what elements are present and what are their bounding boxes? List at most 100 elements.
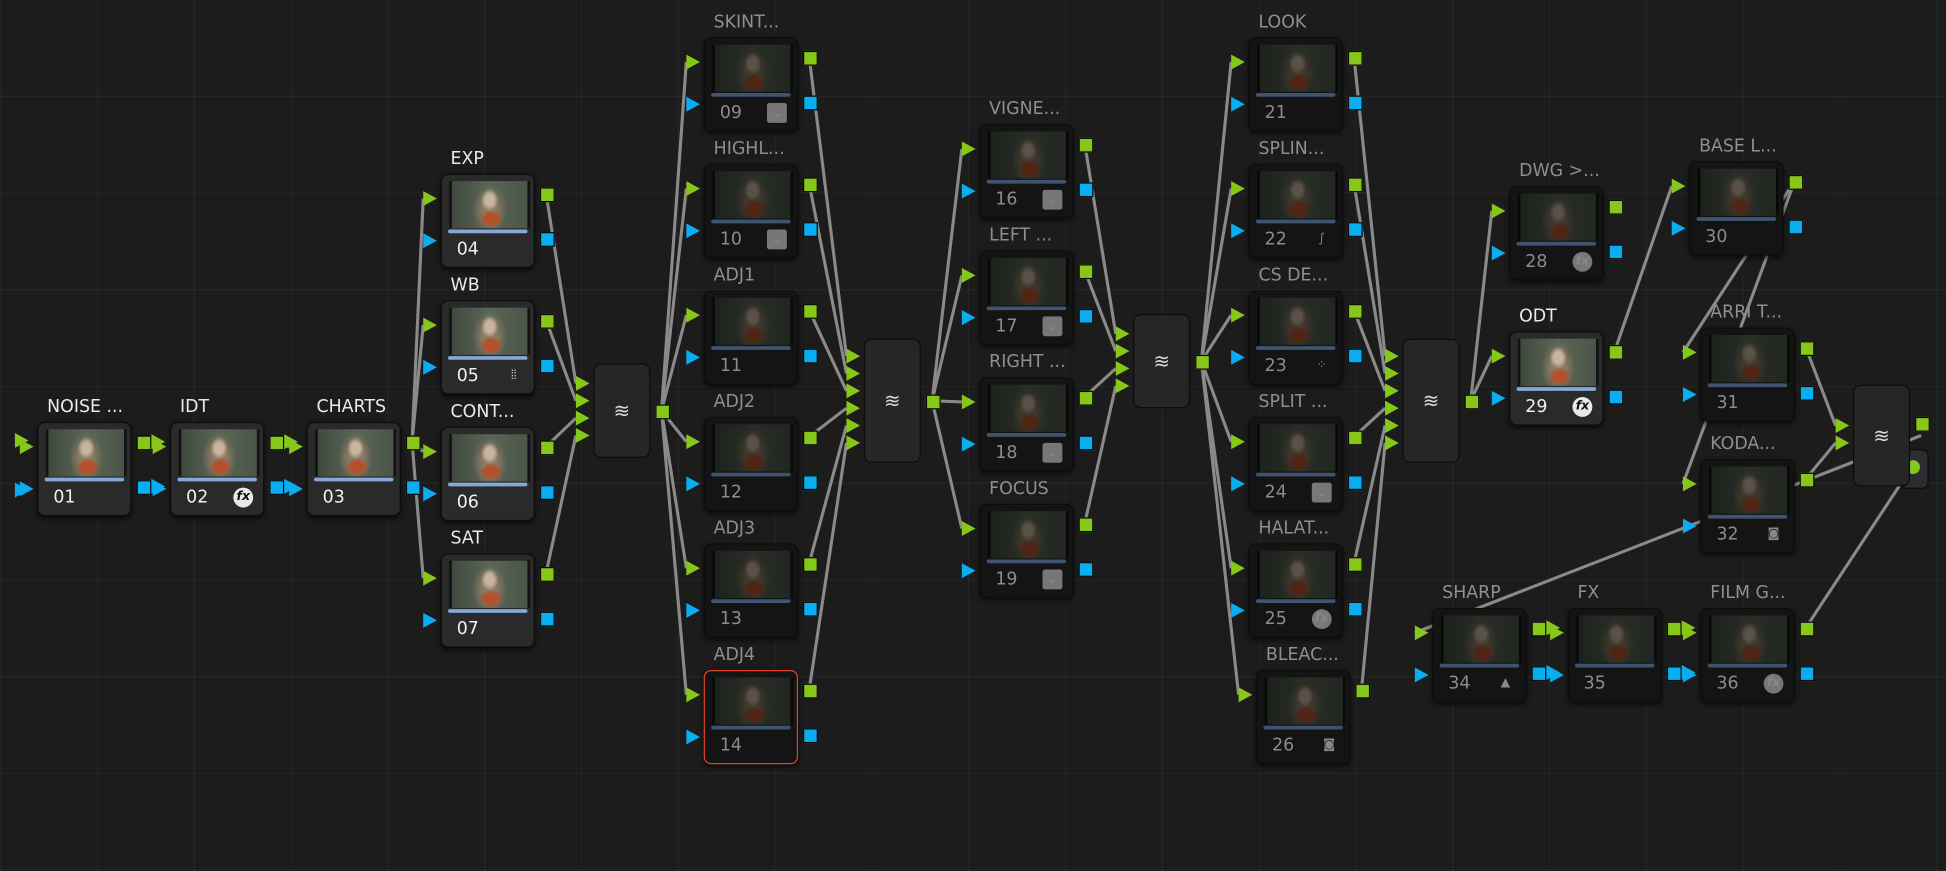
rgb-output-port[interactable] <box>1799 341 1815 357</box>
rgb-output-port[interactable] <box>802 177 818 193</box>
rgb-input-port[interactable] <box>1682 476 1697 492</box>
rgb-output-port[interactable] <box>802 557 818 572</box>
rgb-output-port[interactable] <box>136 435 152 451</box>
alpha-output-port[interactable] <box>1799 385 1815 401</box>
node-03[interactable]: 03 <box>306 421 401 517</box>
alpha-output-port[interactable] <box>802 601 818 617</box>
node-17[interactable]: 17⌄ <box>979 250 1074 345</box>
alpha-output-port[interactable] <box>1078 182 1094 198</box>
alpha-input-port[interactable] <box>1491 390 1506 406</box>
layer-mixer-node[interactable]: ≋ <box>1402 338 1460 463</box>
alpha-input-port[interactable] <box>289 481 303 497</box>
node-12[interactable]: 12 <box>703 416 799 512</box>
alpha-output-port[interactable] <box>1078 308 1094 324</box>
node-35[interactable]: 35 <box>1567 607 1662 703</box>
rgb-input-port[interactable] <box>961 521 976 536</box>
alpha-input-port[interactable] <box>19 481 34 497</box>
rgb-output-port[interactable] <box>269 435 285 451</box>
alpha-output-port[interactable] <box>539 485 555 501</box>
rgb-output-port[interactable] <box>1347 50 1363 66</box>
rgb-output-port[interactable] <box>1355 683 1371 699</box>
alpha-input-port[interactable] <box>686 729 700 745</box>
rgb-output-port[interactable] <box>1078 390 1094 406</box>
alpha-output-port[interactable] <box>1347 95 1363 111</box>
alpha-output-port[interactable] <box>1347 222 1363 237</box>
rgb-input-port[interactable] <box>1550 625 1564 641</box>
alpha-output-port[interactable] <box>405 480 421 496</box>
alpha-input-port[interactable] <box>1682 518 1697 534</box>
alpha-output-port[interactable] <box>802 348 818 364</box>
mixer-input-port[interactable] <box>846 383 861 399</box>
rgb-input-port[interactable] <box>686 54 700 70</box>
rgb-output-port[interactable] <box>1666 621 1682 637</box>
alpha-output-port[interactable] <box>802 222 818 237</box>
rgb-input-port[interactable] <box>961 267 976 283</box>
rgb-input-port[interactable] <box>1491 348 1506 364</box>
layer-mixer-node[interactable]: ≋ <box>1133 313 1191 409</box>
rgb-input-port[interactable] <box>686 181 700 197</box>
rgb-input-port[interactable] <box>686 560 700 576</box>
mixer-input-port[interactable] <box>1115 343 1130 359</box>
rgb-output-port[interactable] <box>1347 557 1363 572</box>
alpha-output-port[interactable] <box>1078 562 1094 577</box>
node-06[interactable]: 06 <box>440 426 535 522</box>
alpha-output-port[interactable] <box>802 475 818 491</box>
mixer-output-port[interactable] <box>1195 354 1211 370</box>
rgb-output-port[interactable] <box>539 440 555 456</box>
alpha-input-port[interactable] <box>423 486 437 502</box>
node-09[interactable]: 09⌄ <box>703 37 799 132</box>
mixer-input-port[interactable] <box>1385 366 1399 381</box>
alpha-output-port[interactable] <box>539 232 555 247</box>
node-34[interactable]: 34▲ <box>1432 607 1527 703</box>
rgb-input-port[interactable] <box>423 317 437 333</box>
rgb-input-port[interactable] <box>1231 181 1245 197</box>
rgb-input-port[interactable] <box>289 439 303 455</box>
rgb-output-port[interactable] <box>1608 344 1624 360</box>
node-18[interactable]: 18⌄ <box>979 377 1074 472</box>
alpha-output-port[interactable] <box>1788 219 1804 235</box>
rgb-input-port[interactable] <box>961 394 976 410</box>
node-10[interactable]: 10⌄ <box>703 163 799 259</box>
rgb-input-port[interactable] <box>1682 625 1697 641</box>
mixer-input-port[interactable] <box>846 400 861 416</box>
mixer-input-port[interactable] <box>846 435 861 451</box>
node-05[interactable]: 05⦙⦙ <box>440 300 535 395</box>
alpha-input-port[interactable] <box>423 359 437 375</box>
node-24[interactable]: 24⌄ <box>1248 416 1343 512</box>
mixer-output-port[interactable] <box>925 394 941 410</box>
alpha-output-port[interactable] <box>1078 435 1094 451</box>
alpha-input-port[interactable] <box>686 96 700 112</box>
mixer-input-port[interactable] <box>846 366 861 381</box>
alpha-output-port[interactable] <box>539 611 555 627</box>
node-04[interactable]: 04 <box>440 173 535 268</box>
alpha-output-port[interactable] <box>1608 389 1624 405</box>
rgb-input-port[interactable] <box>1682 344 1697 360</box>
alpha-input-port[interactable] <box>1231 476 1245 492</box>
rgb-input-port[interactable] <box>686 307 700 323</box>
rgb-output-port[interactable] <box>1078 264 1094 280</box>
rgb-input-port[interactable] <box>1671 178 1686 194</box>
node-26[interactable]: 26◙ <box>1255 669 1351 765</box>
mixer-input-port[interactable] <box>575 393 590 409</box>
alpha-input-port[interactable] <box>961 563 976 579</box>
alpha-output-port[interactable] <box>1799 666 1815 682</box>
rgb-output-port[interactable] <box>539 566 555 582</box>
node-32[interactable]: 32◙ <box>1700 459 1795 554</box>
alpha-input-port[interactable] <box>1414 667 1429 683</box>
alpha-output-port[interactable] <box>1347 601 1363 617</box>
alpha-input-port[interactable] <box>1231 223 1245 239</box>
rgb-output-port[interactable] <box>1799 621 1815 637</box>
alpha-input-port[interactable] <box>1682 387 1697 402</box>
alpha-output-port[interactable] <box>539 358 555 374</box>
mixer-input-port[interactable] <box>846 348 861 364</box>
layer-mixer-node[interactable]: ≋ <box>863 338 921 463</box>
alpha-output-port[interactable] <box>802 728 818 744</box>
mixer-input-port[interactable] <box>1115 361 1130 376</box>
rgb-input-port[interactable] <box>19 439 34 455</box>
alpha-input-port[interactable] <box>152 481 167 497</box>
alpha-input-port[interactable] <box>1231 349 1245 365</box>
